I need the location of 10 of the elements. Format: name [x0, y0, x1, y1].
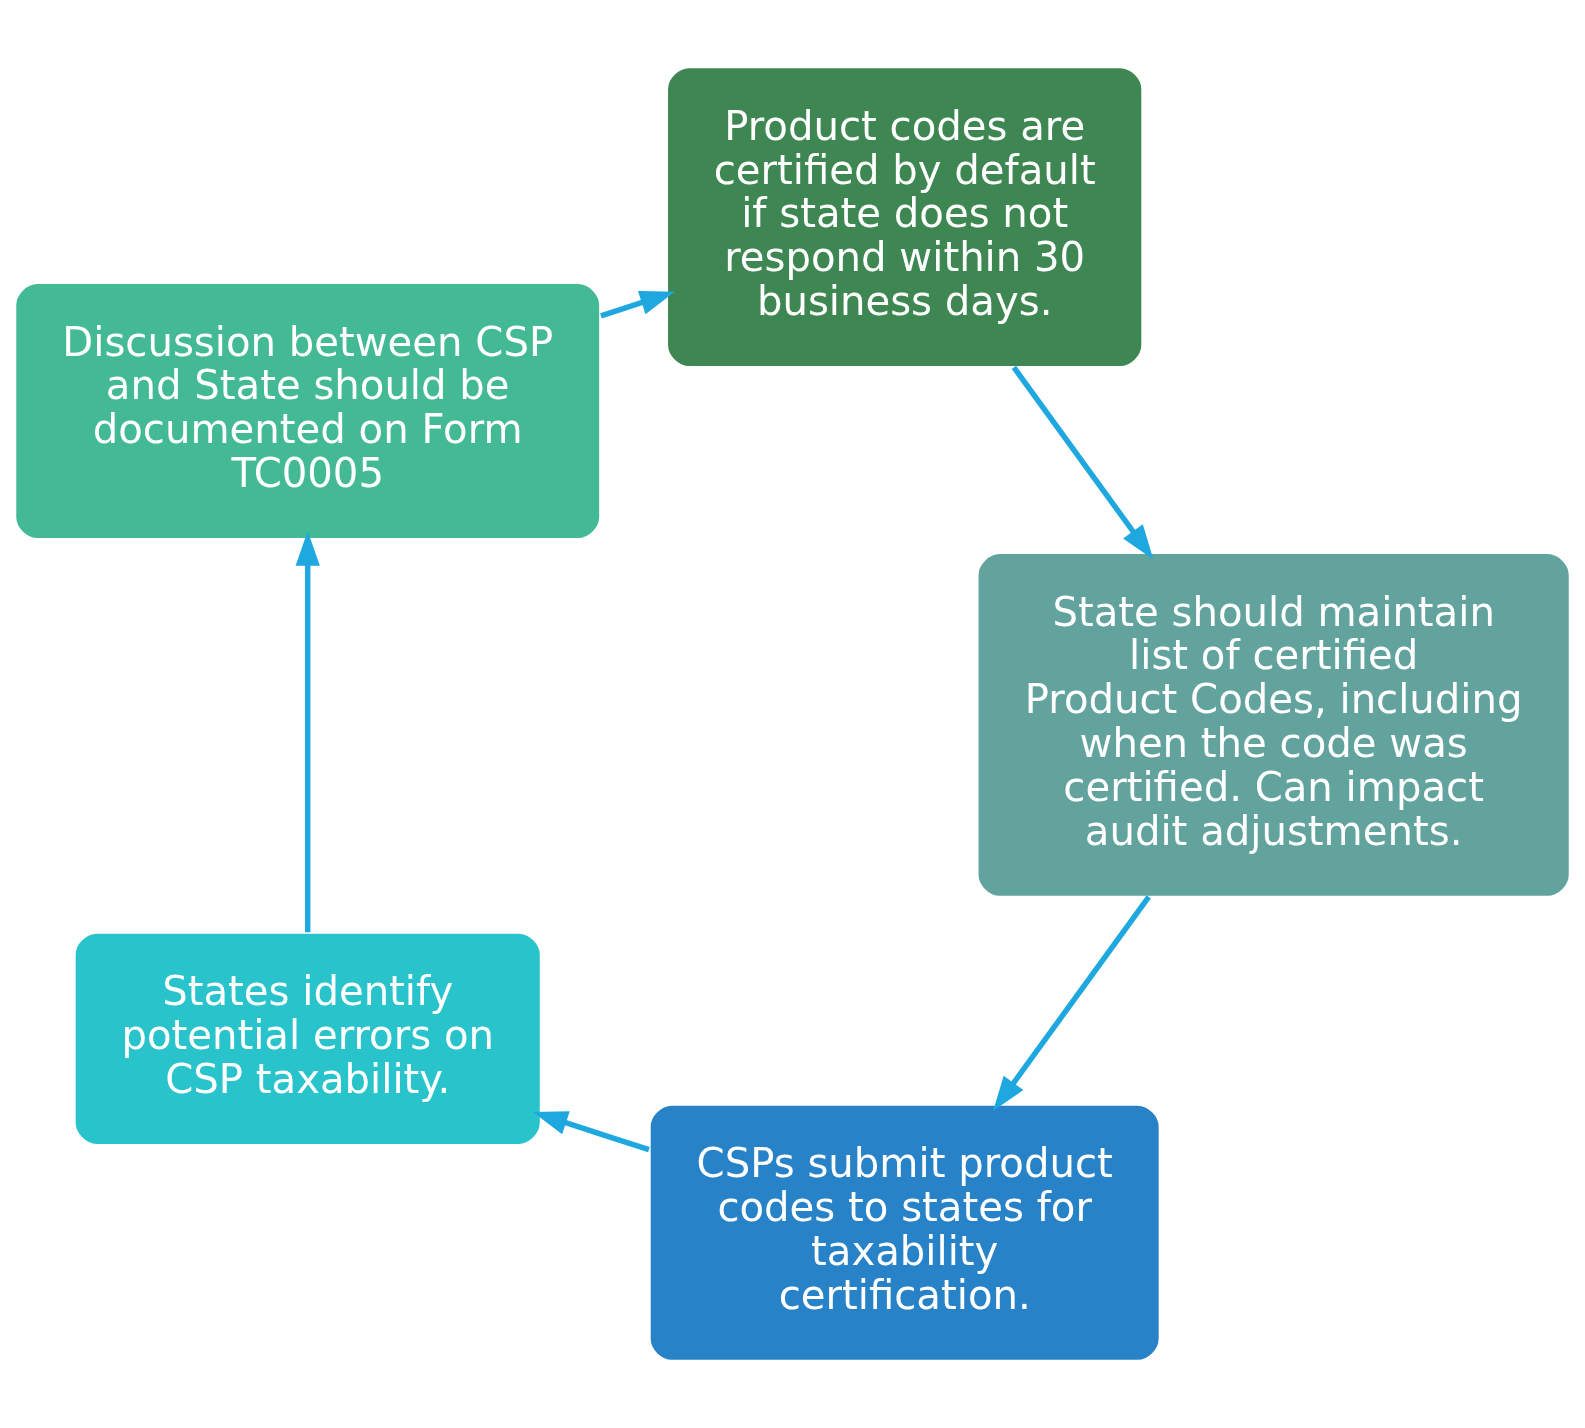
arrow — [1011, 365, 1154, 560]
arrow — [532, 1111, 650, 1153]
arrow — [993, 895, 1151, 1112]
node-box: Product codes are certified by default if state does not respond within 30 business days. — [666, 66, 1144, 368]
node-box: Discussion between CSP and State should be documented on Form TC0005 — [14, 282, 601, 540]
arrow — [295, 531, 320, 933]
node-box: State should maintain list of certified Product Codes, including when the code was certified. Can impact audit adjustments. — [976, 552, 1571, 898]
arrow — [600, 291, 675, 319]
node-box: CSPs submit product codes to states for taxability certification. — [648, 1103, 1161, 1362]
node-box: States identify potential errors on CSP taxability. — [73, 931, 542, 1146]
